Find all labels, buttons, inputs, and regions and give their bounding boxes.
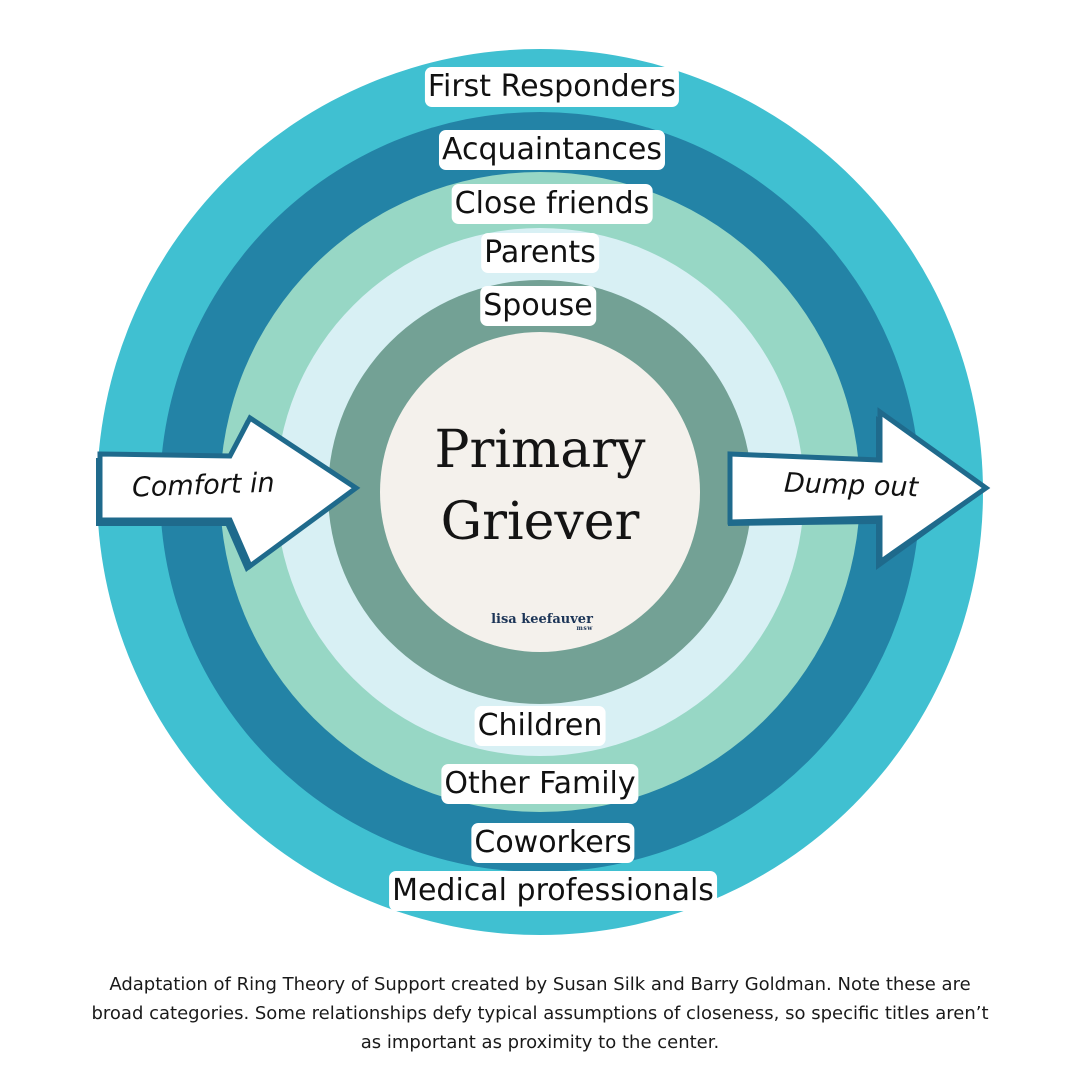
label-children: Children [474, 706, 606, 746]
label-medical-professionals: Medical professionals [389, 871, 717, 911]
label-acquaintances: Acquaintances [438, 130, 666, 170]
label-spouse: Spouse [480, 286, 596, 326]
dump-out-arrow [727, 407, 991, 567]
comfort-in-label: Comfort in [131, 467, 276, 504]
comfort-in-arrow [97, 414, 361, 570]
dump-out-label: Dump out [783, 467, 919, 504]
label-other-family: Other Family [441, 764, 639, 804]
logo: lisa keefauver msw [491, 612, 593, 632]
logo-name: lisa keefauver [491, 612, 593, 627]
caption: Adaptation of Ring Theory of Support cre… [91, 974, 989, 1053]
logo-credential: msw [576, 625, 593, 632]
label-coworkers: Coworkers [471, 823, 635, 863]
label-first-responders: First Responders [424, 67, 680, 107]
center-title-line2: Griever [440, 492, 640, 552]
primary-griever-circle [380, 332, 700, 652]
label-close-friends: Close friends [451, 184, 653, 224]
label-parents: Parents [481, 233, 599, 273]
center-title-line1: Primary [434, 420, 646, 480]
